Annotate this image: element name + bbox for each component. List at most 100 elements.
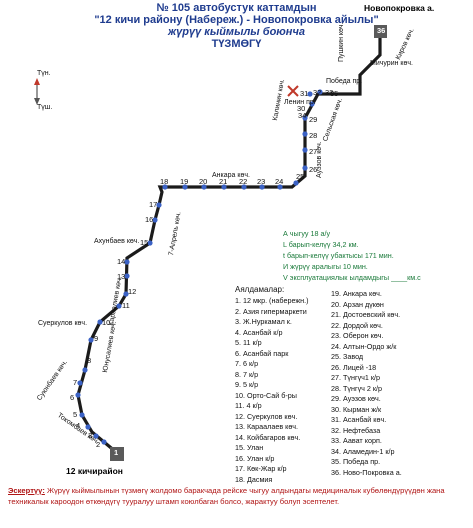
list-item: 26. Лицей -18 <box>331 362 377 372</box>
list-item: 36. Ново-Покровка а. <box>331 467 402 477</box>
list-item: 16. Улан к/р <box>235 453 275 463</box>
street-label: Ленин пр. <box>284 99 316 106</box>
stat-line: L барып-келүү 34,2 км. <box>283 240 359 249</box>
title-line-1: № 105 автобустук каттамдын <box>156 2 317 14</box>
list-item: 20. Арзан дүкөн <box>331 299 384 309</box>
list-item: 12. Суеркулов көч. <box>235 411 298 421</box>
list-item: 14. Койбагаров көч. <box>235 432 301 442</box>
place-top-right: Новопокровка а. <box>364 3 435 13</box>
list-item: 1. 12 мкр. (набережн.) <box>235 296 309 305</box>
street-label: Победа пр. <box>326 78 363 85</box>
stop-number: 7 <box>73 378 78 387</box>
stop-dots <box>75 89 323 445</box>
terminal-top <box>374 25 387 38</box>
stop-number: 21 <box>219 177 228 186</box>
stat-line: V эксплуатациялык ылдамдыгы ____км.с <box>283 273 421 282</box>
stop-number: 16 <box>145 215 154 224</box>
street-label: Мичурин көч. <box>370 60 413 67</box>
stop-number: 8 <box>87 356 92 365</box>
list-item: 5. 11 к/р <box>235 338 262 347</box>
list-item: 23. Оберон көч. <box>331 331 384 340</box>
stop-number: 12 <box>128 287 137 296</box>
stop-number: 22 <box>239 177 248 186</box>
stop-number: 25 <box>296 172 305 181</box>
list-item: 21. Достоевский көч. <box>331 310 401 319</box>
list-item: 25. Завод <box>331 352 364 361</box>
list-item: 31. Асанбай көч. <box>331 415 387 424</box>
stat-line: И жүрүү аралыгы 10 мин. <box>283 262 368 271</box>
footer-note: Эскертүү: Жүрүү кыймылынын түзмөгү жолдо… <box>8 486 466 507</box>
stop-number: 5 <box>73 410 78 419</box>
stop-number: 27 <box>309 147 318 156</box>
list-item: 35. Победа пр. <box>331 457 381 466</box>
route-line <box>76 34 382 454</box>
list-item: 15. Улан <box>235 443 264 452</box>
stop-number: 4 <box>76 421 81 430</box>
compass-north-label: Түн. <box>37 70 51 77</box>
stop-number: 20 <box>199 177 208 186</box>
list-item: 7. 6 к/р <box>235 359 259 368</box>
stop-number: 35 <box>330 89 339 98</box>
stop-number: 31 <box>300 89 309 98</box>
list-item: 27. Түнгүч1 к/р <box>331 373 381 382</box>
stop-number: 11 <box>122 301 130 310</box>
stop-number: 28 <box>309 131 318 140</box>
stop-number: 17 <box>149 200 158 209</box>
stop-number: 26 <box>309 165 318 174</box>
stop-number: 10 <box>102 318 111 327</box>
terminal-top-number: 36 <box>377 26 386 35</box>
list-item: 3. Ж.Нуркамал к. <box>235 317 292 326</box>
list-item: 29. Ауэзов көч. <box>331 394 381 403</box>
stop-number: 14 <box>117 257 126 266</box>
compass-icon <box>34 78 40 105</box>
place-bottom-left: 12 кичирайон <box>66 466 123 476</box>
stat-line: t барып-келүү убактысы 171 мин. <box>283 251 394 260</box>
list-item: 33. Аават корп. <box>331 436 382 445</box>
stat-line: А чыгуу 18 а/у <box>283 229 331 238</box>
title-line-3: жүрүү кыймылы боюнча <box>168 26 305 38</box>
stop-number: 33 <box>325 88 334 97</box>
list-item: 17. Көк-Жар к/р <box>235 464 287 473</box>
stop-number: 23 <box>257 177 266 186</box>
list-item: 18. Дасмия <box>235 474 273 484</box>
street-label: Анкара көч. <box>212 172 250 179</box>
list-item: 6. Асанбай парк <box>235 348 289 358</box>
stop-number: 2 <box>96 440 101 449</box>
street-label: Пушкин көч. <box>338 22 345 62</box>
note-label: Эскертүү: <box>8 486 45 495</box>
stop-number: 30 <box>297 104 306 113</box>
stop-number: 19 <box>180 177 189 186</box>
terminal-bottom-number: 1 <box>114 448 119 457</box>
stop-number: 3 <box>88 431 93 440</box>
list-item: 34. Аламедин-1 к/р <box>331 446 395 456</box>
stop-number: 6 <box>70 393 75 402</box>
list-item: 11. 4 к/р <box>235 401 262 410</box>
list-item: 13. Караалаев көч. <box>235 422 299 431</box>
list-item: 19. Анкара көч. <box>331 289 382 298</box>
street-label: Ахунбаев көч. <box>94 238 140 245</box>
stop-number: 32 <box>313 88 322 97</box>
list-item: 22. Дордой көч. <box>331 320 383 330</box>
list-item: 30. Кырман ж/к <box>331 404 382 414</box>
stop-number: 29 <box>309 115 318 124</box>
stop-number: 13 <box>117 272 126 281</box>
list-item: 8. 7 к/р <box>235 369 259 379</box>
terminal-bottom <box>110 447 124 461</box>
cross-marker-icon <box>287 85 299 97</box>
stop-number: 18 <box>160 177 169 186</box>
title-line-2: "12 кичи району (Набереж.) - Новопокровк… <box>94 14 379 26</box>
compass-south-label: Түш. <box>37 104 53 111</box>
stops-title: Аялдамалар: <box>235 285 285 294</box>
note-text: Жүрүү кыймылынын түзмөгү жолдомо баракча… <box>8 486 445 506</box>
list-item: 2. Азия гипермаркети <box>235 306 307 316</box>
list-item: 24. Алтын-Ордо ж/к <box>331 341 397 351</box>
stop-number: 24 <box>275 177 284 186</box>
title-line-4: ТҮЗМӨГҮ <box>211 38 262 50</box>
street-label: Суеркулов көч. <box>38 320 88 327</box>
list-item: 32. Нефтебаза <box>331 425 381 435</box>
stop-number: 15 <box>140 238 149 247</box>
list-item: 9. 5 к/р <box>235 380 259 389</box>
list-item: 4. Асанбай к/р <box>235 327 283 337</box>
list-item: 10. Орто-Сай б-ры <box>235 390 297 400</box>
